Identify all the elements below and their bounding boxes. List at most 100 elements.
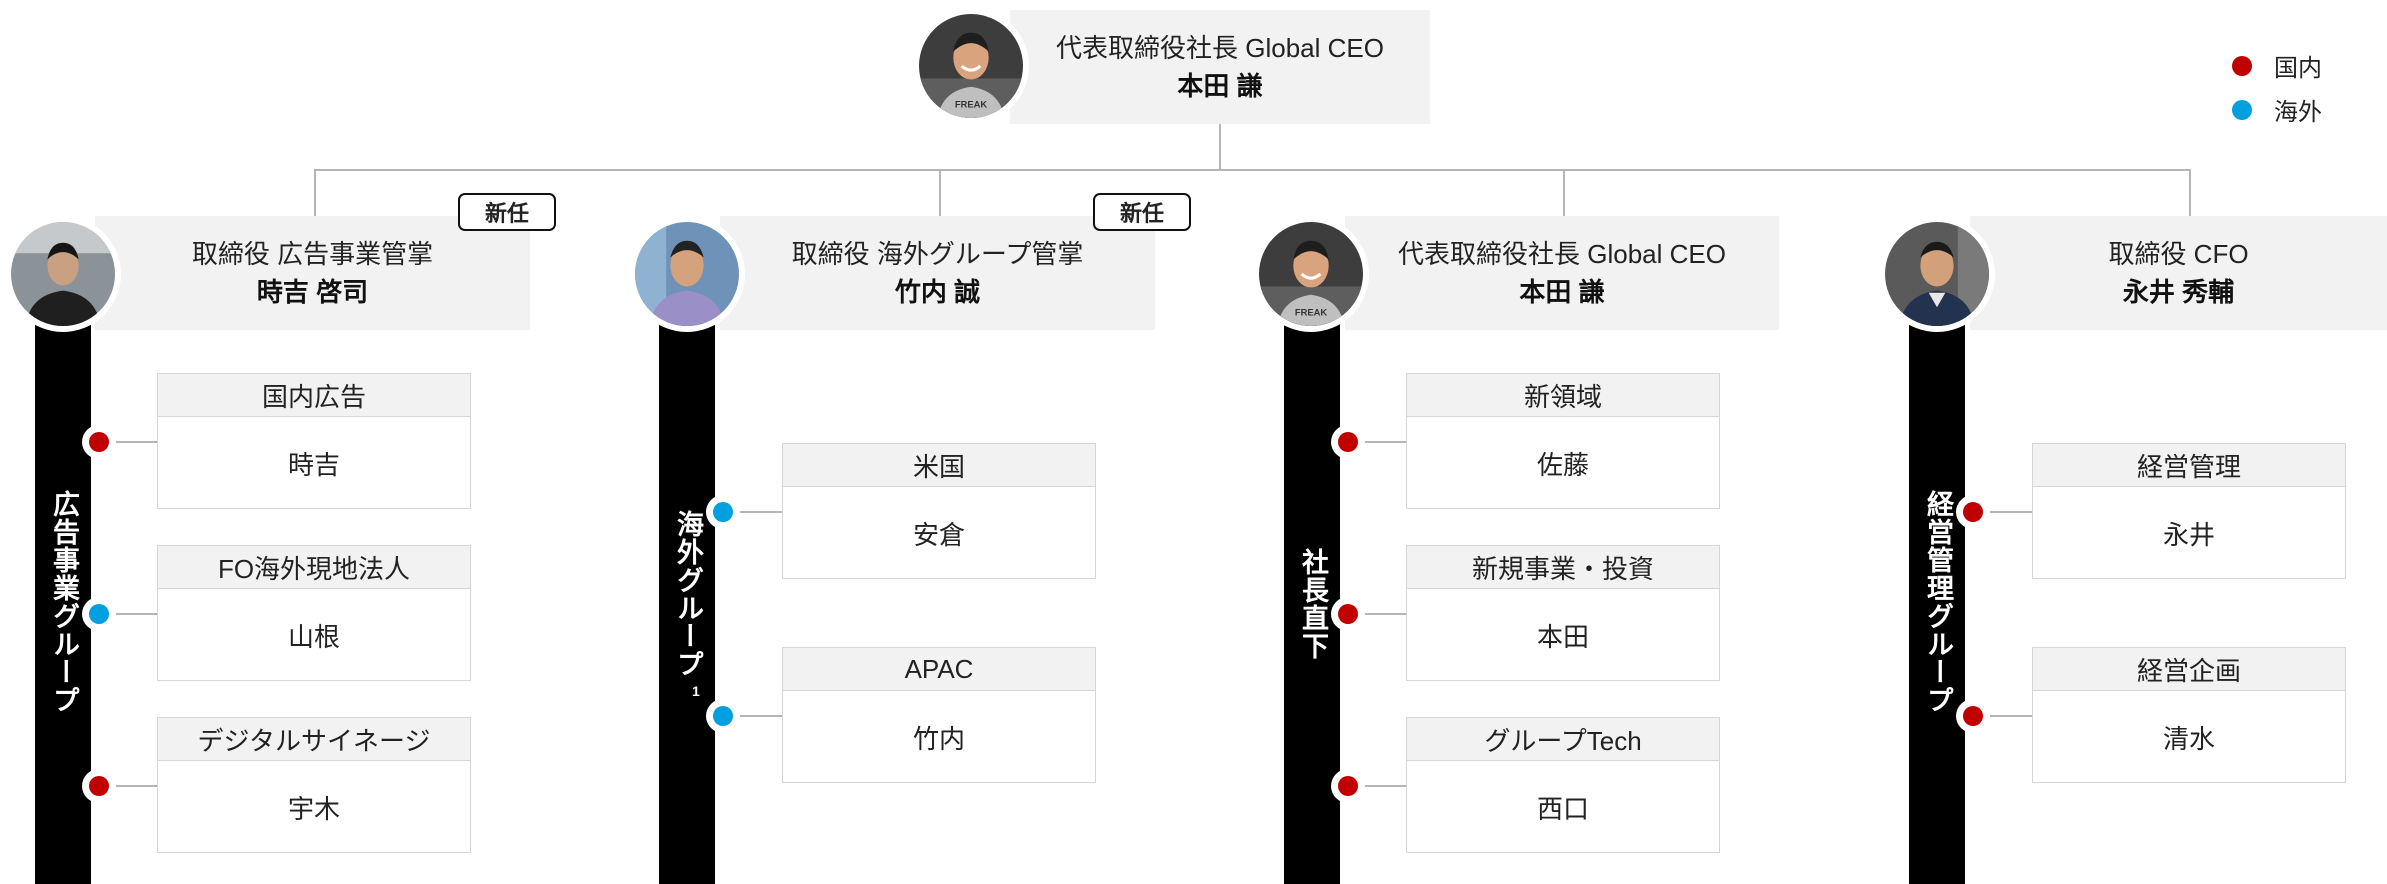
executive-title: 取締役 海外グループ管掌 <box>791 239 1084 269</box>
domestic-dot-icon <box>1331 769 1365 803</box>
unit-head: 本田 <box>1536 621 1589 652</box>
unit-connector <box>98 785 158 787</box>
unit-card: 経営管理 永井 <box>2032 443 2346 579</box>
unit-department: 経営企画 <box>2033 648 2345 691</box>
unit-department: グループTech <box>1407 718 1719 761</box>
unit-card: FO海外現地法人 山根 <box>157 545 471 681</box>
svg-text:FREAK: FREAK <box>955 100 987 110</box>
person-photo-icon <box>11 222 115 326</box>
person-photo-icon: FREAK <box>1259 222 1363 326</box>
unit-department: 米国 <box>783 444 1095 487</box>
group-bar <box>35 322 91 884</box>
unit-connector <box>722 715 782 717</box>
branch-drop-line <box>939 169 941 216</box>
legend-item-overseas: 海外 <box>2232 92 2322 127</box>
unit-card: デジタルサイネージ 宇木 <box>157 717 471 853</box>
executive-name: 時吉 啓司 <box>256 277 369 307</box>
ceo-name: 本田 謙 <box>1177 71 1263 101</box>
unit-card: APAC 竹内 <box>782 647 1096 783</box>
unit-department: FO海外現地法人 <box>158 546 470 589</box>
overseas-dot-icon <box>706 699 740 733</box>
domestic-dot-icon <box>1331 425 1365 459</box>
group-bar <box>1909 322 1965 884</box>
unit-card: グループTech 西口 <box>1406 717 1720 853</box>
svg-text:FREAK: FREAK <box>1295 308 1327 318</box>
legend-label: 国内 <box>2274 55 2322 82</box>
unit-connector <box>1972 715 2032 717</box>
unit-head: 山根 <box>287 621 340 652</box>
branch-drop-line <box>314 169 316 216</box>
horizontal-branch-line <box>314 169 2191 171</box>
domestic-dot-icon <box>82 769 116 803</box>
unit-department: 国内広告 <box>158 374 470 417</box>
unit-connector <box>1347 785 1407 787</box>
unit-head: 竹内 <box>912 723 965 754</box>
unit-connector <box>1347 441 1407 443</box>
executive-avatar <box>5 216 121 332</box>
domestic-dot-icon <box>1956 699 1990 733</box>
executive-name: 竹内 誠 <box>894 277 981 307</box>
unit-card: 国内広告 時吉 <box>157 373 471 509</box>
executive-label-box: 取締役 広告事業管掌 時吉 啓司 <box>95 216 530 330</box>
unit-head: 永井 <box>2162 519 2215 550</box>
domestic-dot-icon <box>82 425 116 459</box>
executive-avatar <box>629 216 745 332</box>
executive-label-box: 代表取締役社長 Global CEO 本田 謙 <box>1345 216 1779 330</box>
group-name: 経営管理グループ <box>1923 490 1953 714</box>
unit-connector <box>98 441 158 443</box>
unit-card: 新規事業・投資 本田 <box>1406 545 1720 681</box>
domestic-dot-icon <box>1956 495 1990 529</box>
unit-connector <box>98 613 158 615</box>
executive-name: 本田 謙 <box>1519 277 1605 307</box>
unit-connector <box>1972 511 2032 513</box>
unit-department: デジタルサイネージ <box>158 718 470 761</box>
new-appointment-badge: 新任 <box>458 193 556 231</box>
overseas-dot-icon <box>2232 99 2252 120</box>
executive-label-box: 取締役 海外グループ管掌 竹内 誠 <box>720 216 1155 330</box>
domestic-dot-icon <box>2232 55 2252 76</box>
ceo-label-box: 代表取締役社長 Global CEO 本田 謙 <box>1010 10 1430 124</box>
executive-name: 永井 秀輔 <box>2122 277 2235 307</box>
unit-head: 安倉 <box>912 519 965 550</box>
executive-title: 取締役 CFO <box>2108 239 2249 269</box>
domestic-dot-icon <box>1331 597 1365 631</box>
overseas-dot-icon <box>706 495 740 529</box>
executive-avatar: FREAK <box>1253 216 1369 332</box>
executive-avatar <box>1879 216 1995 332</box>
overseas-dot-icon <box>82 597 116 631</box>
person-photo-icon <box>635 222 739 326</box>
new-appointment-badge: 新任 <box>1093 193 1191 231</box>
unit-head: 宇木 <box>287 793 340 824</box>
unit-department: 新領域 <box>1407 374 1719 417</box>
unit-card: 経営企画 清水 <box>2032 647 2346 783</box>
unit-connector <box>722 511 782 513</box>
unit-head: 時吉 <box>287 449 340 480</box>
person-photo-icon: FREAK <box>919 14 1023 118</box>
unit-department: APAC <box>783 648 1095 691</box>
unit-department: 経営管理 <box>2033 444 2345 487</box>
group-name: 広告事業グループ <box>49 490 79 714</box>
unit-card: 米国 安倉 <box>782 443 1096 579</box>
unit-connector <box>1347 613 1407 615</box>
executive-title: 代表取締役社長 Global CEO <box>1398 239 1726 269</box>
ceo-avatar: FREAK <box>913 8 1029 124</box>
executive-label-box: 取締役 CFO 永井 秀輔 <box>1970 216 2387 330</box>
unit-department: 新規事業・投資 <box>1407 546 1719 589</box>
group-name: 社長直下 <box>1298 548 1328 660</box>
branch-drop-line <box>1563 169 1565 216</box>
group-bar <box>1284 322 1340 884</box>
ceo-title: 代表取締役社長 Global CEO <box>1056 33 1384 63</box>
person-photo-icon <box>1885 222 1989 326</box>
footnote-marker: 1 <box>692 683 700 699</box>
executive-title: 取締役 広告事業管掌 <box>191 239 434 269</box>
unit-head: 西口 <box>1536 793 1589 824</box>
ceo-connector-line <box>1219 124 1221 170</box>
group-name: 海外グループ <box>673 510 703 678</box>
unit-head: 清水 <box>2162 723 2215 754</box>
legend-label: 海外 <box>2274 99 2322 126</box>
unit-card: 新領域 佐藤 <box>1406 373 1720 509</box>
unit-head: 佐藤 <box>1536 449 1589 480</box>
group-bar <box>659 322 715 884</box>
branch-drop-line <box>2189 169 2191 216</box>
legend-item-domestic: 国内 <box>2232 48 2322 83</box>
